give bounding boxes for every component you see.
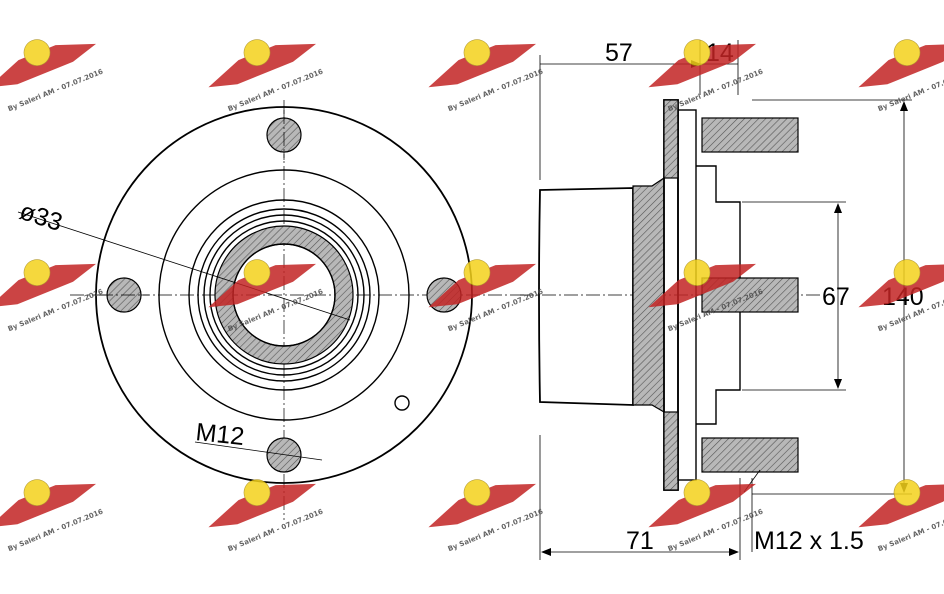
watermark-wing-shape (0, 43, 97, 88)
watermark-wing-shape (208, 483, 317, 528)
hub-body-outline (538, 187, 634, 406)
watermark-logo: By Saleri AM - 07.07.2016 (648, 39, 764, 113)
watermark-logo: By Saleri AM - 07.07.2016 (648, 479, 764, 553)
bearing-outer-circle (209, 220, 359, 370)
watermark-layer: By Saleri AM - 07.07.2016 By Saleri AM - … (0, 39, 944, 553)
dim-57-label: 57 (605, 39, 633, 67)
watermark-logo: By Saleri AM - 07.07.2016 (428, 479, 544, 553)
watermark-ring (463, 259, 491, 286)
watermark-ring (893, 479, 921, 506)
bolt-holes (99, 110, 462, 473)
hub-step-circle-2 (197, 208, 371, 382)
watermark-wing-shape (648, 43, 757, 88)
thread-spec-label: M12 x 1.5 (754, 527, 864, 555)
watermark-ring (893, 39, 921, 66)
watermark-ring (243, 259, 271, 286)
watermark-ring (683, 479, 711, 506)
watermark-logo: By Saleri AM - 07.07.2016 (0, 39, 104, 113)
bore-leader-line (17, 211, 351, 321)
watermark-ring (683, 259, 711, 286)
wheel-studs (701, 117, 799, 473)
watermark-wing-shape (208, 43, 317, 88)
bolt-thread-label: M12 (194, 418, 245, 451)
wheel-stud-bottom (701, 437, 799, 473)
bore-diameter-label: ø33 (16, 197, 66, 237)
watermark-wing-shape (208, 263, 317, 308)
wheel-stud-top (701, 117, 799, 153)
bolt-thread-leader-line (194, 441, 323, 461)
watermark-wing-shape (858, 483, 944, 528)
watermark-ring (463, 39, 491, 66)
watermark-logo: By Saleri AM - 07.07.2016 (858, 39, 944, 113)
watermark-ring (243, 479, 271, 506)
watermark-logo: By Saleri AM - 07.07.2016 (208, 39, 324, 113)
hub-body-circle (158, 169, 410, 421)
watermark-wing-shape (0, 263, 97, 308)
hub-section-hatch (632, 176, 665, 414)
watermark-ring (893, 259, 921, 286)
watermark-wing-shape (0, 483, 97, 528)
dim-71-label: 71 (626, 527, 654, 555)
watermark-ring (23, 479, 51, 506)
watermark-wing-shape (428, 43, 537, 88)
watermark-wing-shape (648, 483, 757, 528)
locating-hole (394, 395, 410, 411)
watermark-wing-shape (428, 263, 537, 308)
watermark-wing-shape (858, 263, 944, 308)
watermark-wing-shape (428, 483, 537, 528)
pilot-circle (203, 214, 365, 376)
watermark-wing-shape (648, 263, 757, 308)
hub-step-circle (188, 199, 380, 391)
dim-67-label: 67 (822, 283, 850, 311)
watermark-logo: By Saleri AM - 07.07.2016 (0, 479, 104, 553)
watermark-logo: By Saleri AM - 07.07.2016 (208, 479, 324, 553)
watermark-logo: By Saleri AM - 07.07.2016 (428, 39, 544, 113)
watermark-logo: By Saleri AM - 07.07.2016 (858, 259, 944, 333)
watermark-ring (683, 39, 711, 66)
watermark-ring (463, 479, 491, 506)
watermark-ring (23, 39, 51, 66)
watermark-ring (23, 259, 51, 286)
watermark-wing-shape (858, 43, 944, 88)
watermark-logo: By Saleri AM - 07.07.2016 (0, 259, 104, 333)
watermark-ring (243, 39, 271, 66)
flange-section-bottom (663, 411, 679, 491)
side-view: 57 14 67 140 71 M12 x 1.5 (520, 39, 924, 560)
